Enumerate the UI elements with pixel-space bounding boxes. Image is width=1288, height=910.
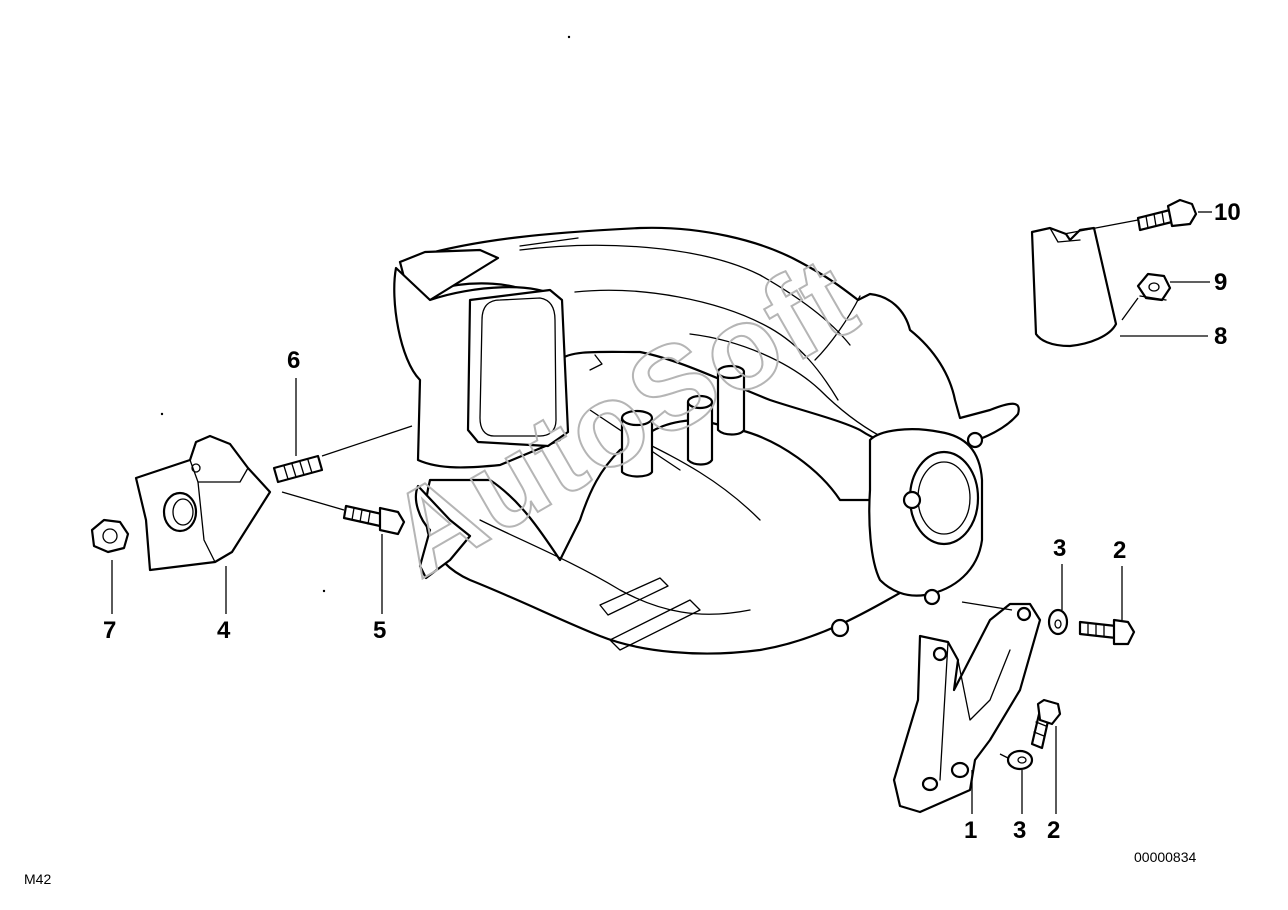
part-7-nut: [90, 518, 130, 554]
group-code: M42: [24, 871, 51, 887]
callout-4: 4: [217, 617, 231, 644]
callout-8: 8: [1214, 323, 1227, 350]
part-3-washer-lower: [1006, 749, 1034, 771]
callout-7: 7: [103, 617, 116, 644]
callout-10: 10: [1214, 199, 1241, 226]
part-6-stud: [272, 454, 324, 484]
part-8-cover: [1030, 226, 1118, 348]
callout-1: 1: [964, 817, 977, 844]
part-2-bolt-lower: [1030, 698, 1062, 750]
intake-manifold: [393, 226, 1020, 655]
part-9-nut: [1136, 272, 1172, 302]
part-10-bolt: [1136, 198, 1198, 232]
part-2-bolt-upper: [1078, 618, 1136, 646]
part-5-bolt: [342, 504, 406, 536]
callout-2-lower: 2: [1047, 817, 1060, 844]
part-4-bracket: [134, 434, 272, 572]
leader-lines: [111, 211, 1212, 814]
callout-6: 6: [287, 347, 300, 374]
print-speck: [322, 589, 326, 593]
print-speck: [160, 412, 164, 416]
callout-9: 9: [1214, 269, 1227, 296]
part-3-washer-upper: [1047, 608, 1069, 636]
callout-5: 5: [373, 617, 386, 644]
image-number: 00000834: [1134, 849, 1197, 865]
callout-3-lower: 3: [1013, 817, 1026, 844]
callout-2-upper: 2: [1113, 537, 1126, 564]
print-speck: [567, 35, 571, 39]
callout-3-upper: 3: [1053, 535, 1066, 562]
part-1-bracket: [892, 602, 1042, 814]
